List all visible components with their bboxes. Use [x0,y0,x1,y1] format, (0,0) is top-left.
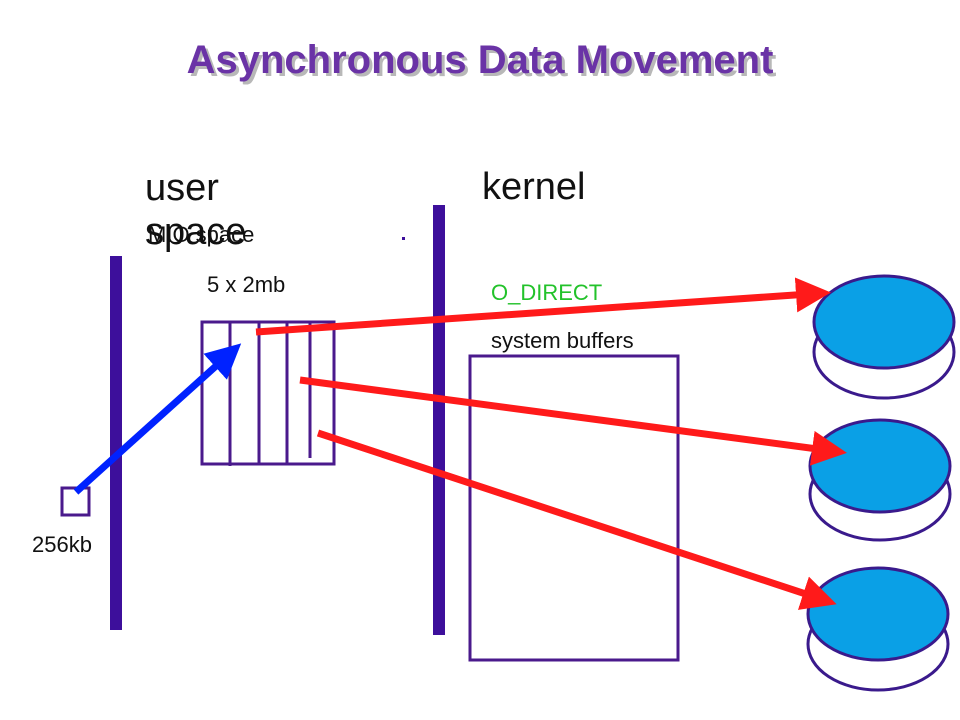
source-block-box [60,486,91,517]
stray-dot [402,237,405,240]
red-arrow [316,429,837,610]
disk-icon [806,566,950,692]
blue-arrow [73,343,242,495]
red-arrow [255,277,831,336]
red-arrow [299,376,847,466]
user-divider-bar [110,256,122,630]
kernel-divider-bar [433,205,445,635]
mio-space-label: MIO space [148,222,255,247]
o-direct-label: O_DIRECT [491,280,603,305]
mio-buffer-outline [200,320,336,466]
kernel-label: kernel [482,166,586,208]
system-buffers-label: system buffers [491,328,634,353]
user-space-label: user space [145,167,247,253]
slide-title: Asynchronous Data Movement [186,38,774,82]
block-size-label: 256kb [32,532,92,557]
mio-buffer-group [200,320,336,466]
disk-icon [808,418,952,542]
disk-icon [812,274,956,400]
buffer-size-label: 5 x 2mb [207,272,286,297]
system-buffers-box [468,354,680,662]
